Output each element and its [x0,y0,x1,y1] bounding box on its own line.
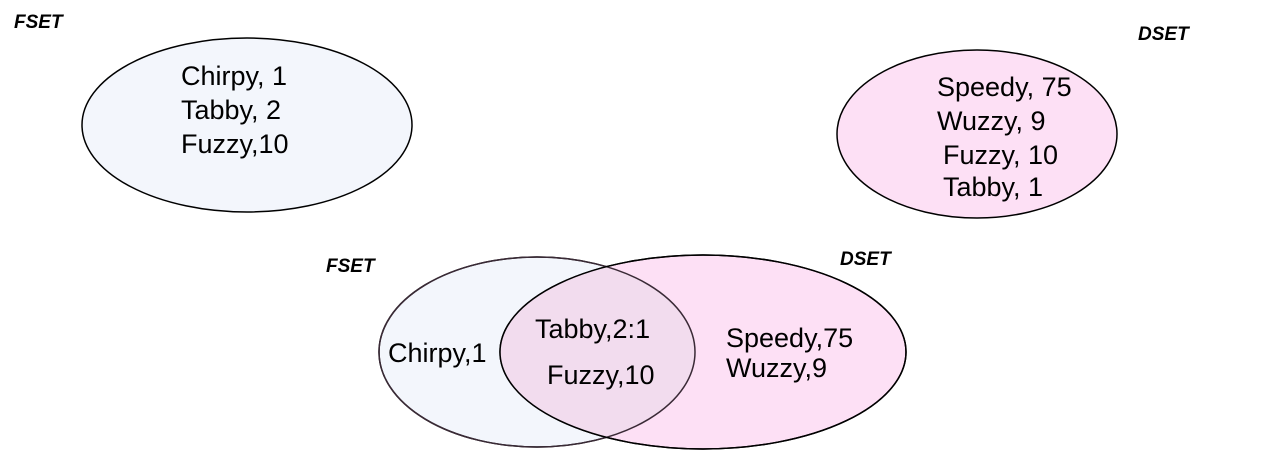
top-fset-label: FSET [14,12,63,33]
venn-dset-label: DSET [840,249,891,270]
venn-dset-only-item: Wuzzy,9 [726,353,828,383]
top-fset-ellipse [81,37,413,213]
venn-fset-only-item: Chirpy,1 [388,338,487,368]
venn-intersection-item: Tabby,2:1 [535,314,651,344]
venn-intersection [500,257,695,447]
top-dset-item: Speedy, 75 [937,72,1072,102]
venn-intersection-item: Fuzzy,10 [547,360,655,390]
top-dset-label: DSET [1138,24,1189,45]
top-dset-item: Fuzzy, 10 [943,140,1059,170]
venn-fset-label: FSET [326,256,375,277]
top-fset-item: Chirpy, 1 [181,61,288,91]
top-fset-item: Tabby, 2 [181,95,282,125]
top-dset-ellipse [836,49,1118,219]
top-dset-item: Wuzzy, 9 [937,106,1046,136]
top-fset-item: Fuzzy,10 [181,129,289,159]
top-dset-item: Tabby, 1 [943,172,1044,202]
venn-dset-only-item: Speedy,75 [726,323,854,353]
